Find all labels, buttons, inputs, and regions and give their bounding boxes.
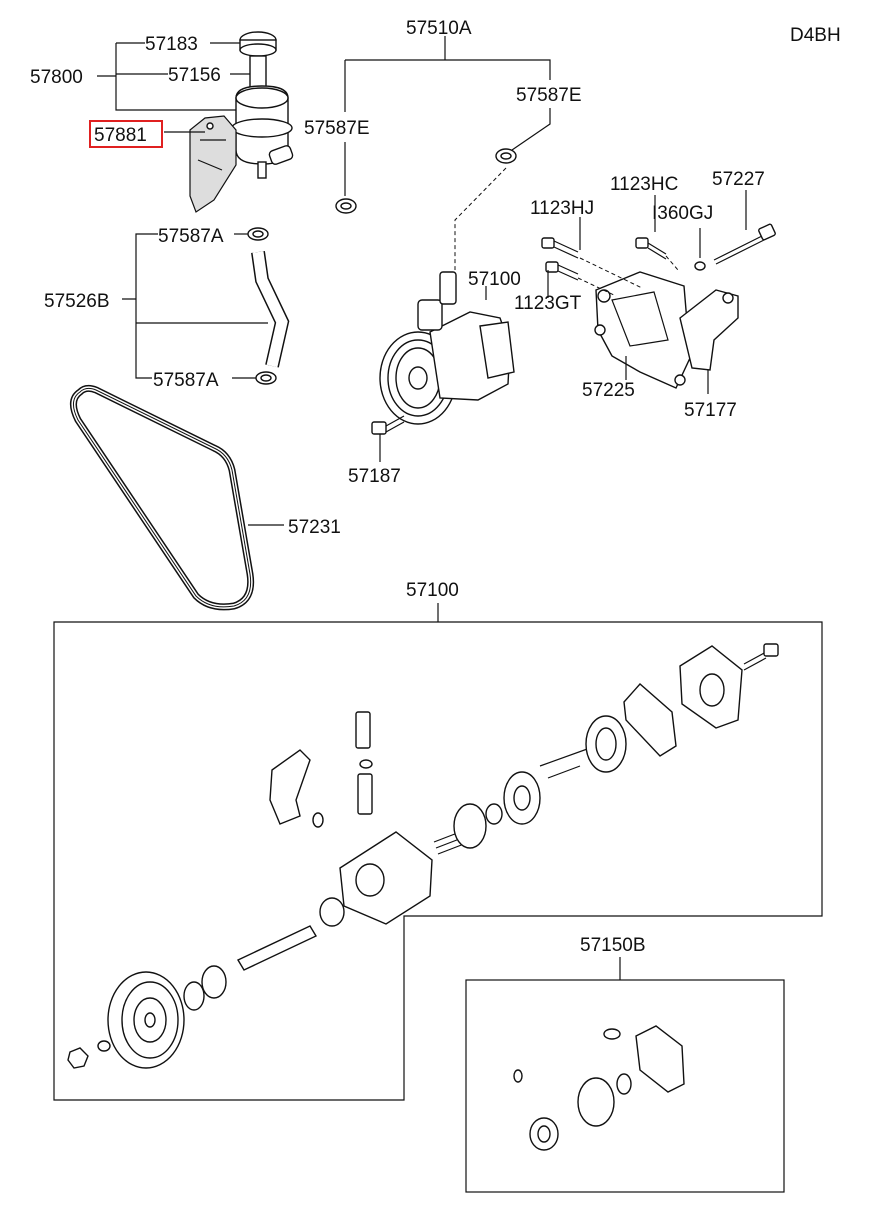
support-bracket[interactable] [679, 289, 739, 371]
label-57587A-top[interactable]: 57587A [158, 226, 224, 247]
label-57177[interactable]: 57177 [684, 400, 737, 421]
bolt-57227[interactable] [713, 223, 776, 265]
label-1360GJ[interactable]: I360GJ [652, 203, 713, 224]
drive-belt[interactable] [70, 384, 255, 611]
label-57587E-left[interactable]: 57587E [304, 118, 370, 139]
return-clamp-top[interactable] [247, 227, 269, 241]
hose-clamp-left[interactable] [335, 198, 357, 214]
seal-kit-components[interactable] [513, 1025, 685, 1151]
label-57231[interactable]: 57231 [288, 517, 341, 538]
label-57526B[interactable]: 57526B [44, 291, 110, 312]
pump-bolt[interactable] [371, 415, 405, 435]
return-hose[interactable] [251, 251, 290, 368]
return-clamp-bottom[interactable] [255, 371, 277, 385]
seal-kit-box [465, 979, 785, 1193]
power-steering-pump[interactable] [379, 271, 515, 425]
pump-internal-components[interactable] [67, 643, 779, 1069]
hose-clamp-right[interactable] [495, 148, 517, 164]
washer-1360GJ[interactable] [694, 261, 706, 271]
reservoir-bracket[interactable] [189, 115, 237, 213]
label-1123HJ[interactable]: 1123HJ [530, 198, 594, 219]
label-1123HC[interactable]: 1123HC [610, 174, 678, 195]
pump-mounting-bracket[interactable] [594, 271, 691, 389]
label-57150B[interactable]: 57150B [580, 935, 646, 956]
label-57225[interactable]: 57225 [582, 380, 635, 401]
label-57587E-right[interactable]: 57587E [516, 85, 582, 106]
label-57100-box[interactable]: 57100 [406, 580, 459, 601]
label-57156[interactable]: 57156 [168, 65, 221, 86]
label-57100-top[interactable]: 57100 [468, 269, 521, 290]
pressure-hose[interactable] [348, 100, 516, 217]
label-57187[interactable]: 57187 [348, 466, 401, 487]
reservoir-assembly[interactable] [231, 31, 294, 179]
highlight-box-57881 [89, 120, 163, 148]
label-57587A-bottom[interactable]: 57587A [153, 370, 219, 391]
bolt-1123GT[interactable] [545, 261, 579, 281]
label-57183[interactable]: 57183 [145, 34, 198, 55]
label-1123GT[interactable]: 1123GT [514, 293, 582, 314]
pump-exploded-box [53, 621, 823, 1101]
engine-code: D4BH [790, 25, 841, 46]
bolt-1123HJ[interactable] [541, 237, 579, 259]
bolt-1123HC[interactable] [635, 237, 667, 260]
label-57881[interactable]: 57881 [94, 125, 147, 146]
label-57800[interactable]: 57800 [30, 67, 83, 88]
label-57227[interactable]: 57227 [712, 169, 765, 190]
label-57510A[interactable]: 57510A [406, 18, 472, 39]
